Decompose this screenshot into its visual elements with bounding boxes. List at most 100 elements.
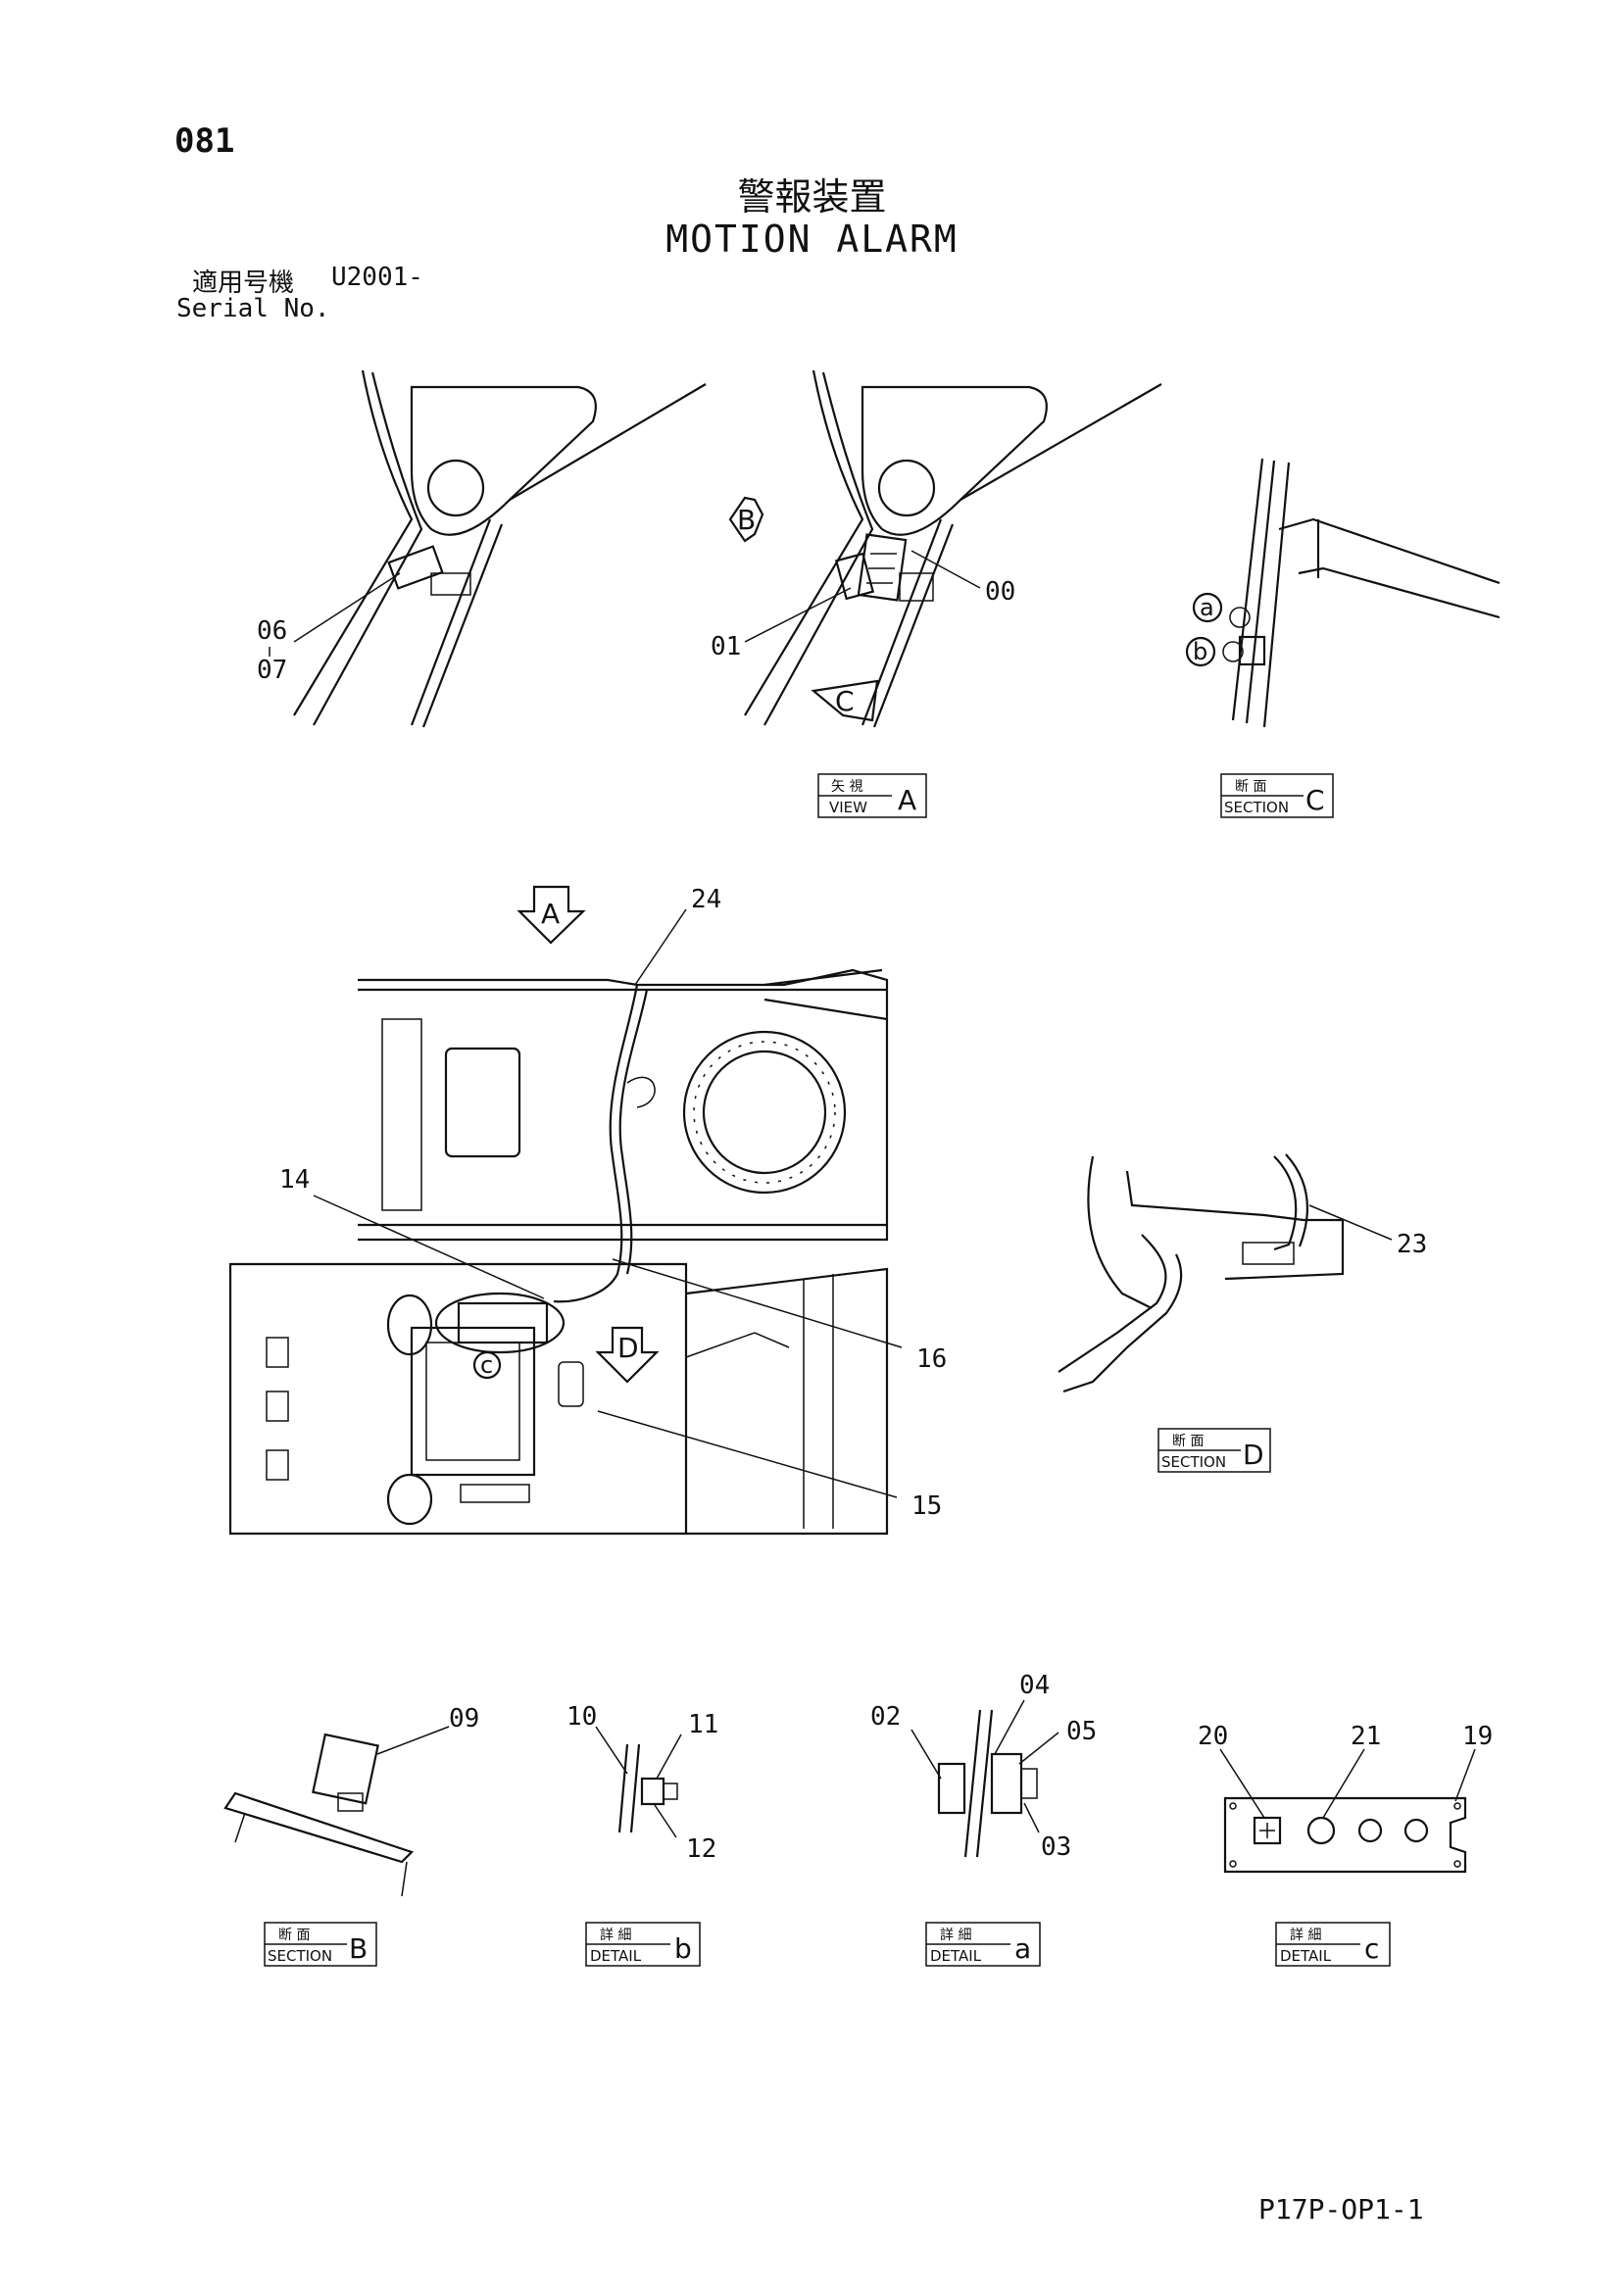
boom-outline-mid — [744, 369, 864, 716]
view-arrow-c-letter: C — [835, 685, 855, 717]
label-section-b-letter: B — [349, 1932, 368, 1965]
leader-16 — [612, 1258, 903, 1348]
floor-slot — [558, 1361, 584, 1407]
label-view-a-jp: 矢 視 — [831, 779, 862, 795]
controller-cover — [425, 1342, 520, 1461]
boom-plate-left — [410, 385, 597, 536]
detail-b-nut — [663, 1783, 678, 1800]
section-b-beam — [223, 1791, 415, 1864]
leader-23 — [1308, 1204, 1393, 1241]
part-11-label: 11 — [688, 1710, 718, 1739]
floor-plate-block-2 — [266, 1391, 289, 1422]
boom-foot-line-1 — [763, 968, 883, 987]
view-arrow-b — [728, 496, 764, 543]
section-c-frame-2 — [1245, 460, 1276, 724]
label-view-a: 矢 視 VIEW A — [817, 773, 927, 818]
label-section-b: 断 面 SECTION B — [264, 1922, 377, 1967]
leader-02 — [910, 1729, 942, 1780]
leader-10 — [595, 1726, 628, 1775]
detail-b-diagram: 10 11 12 — [566, 1702, 718, 1864]
detail-a-plate-1 — [963, 1709, 982, 1858]
section-c-bolt-a — [1229, 607, 1251, 628]
label-view-a-en: VIEW — [829, 799, 867, 816]
boom-pin-left — [426, 459, 485, 517]
boom-foot-line-2 — [763, 998, 888, 1021]
part-07-label: 07 — [257, 656, 287, 685]
label-section-d: 断 面 SECTION D — [1157, 1428, 1271, 1473]
part-03-label: 03 — [1041, 1832, 1071, 1862]
section-c-frame-3 — [1262, 462, 1291, 728]
seat-outline — [1087, 1155, 1153, 1309]
leader-20 — [1219, 1748, 1265, 1819]
panel-hole-2 — [1403, 1818, 1429, 1843]
leader-04 — [994, 1699, 1025, 1755]
label-view-a-letter: A — [898, 784, 916, 816]
view-top-left: 06 07 — [257, 369, 707, 728]
part-21-label: 21 — [1351, 1722, 1381, 1751]
view-arrow-c — [811, 679, 879, 722]
slewing-ring-inner — [702, 1050, 827, 1175]
boom-outline-left — [293, 369, 414, 716]
main-frame-diagram: A 24 — [228, 885, 947, 1536]
label-detail-b-en: DETAIL — [590, 1947, 642, 1965]
harness-route-2 — [618, 989, 649, 1275]
section-c-arm-top — [1278, 517, 1501, 585]
upper-frame-cutout — [444, 1047, 521, 1158]
deck-brace — [685, 1332, 790, 1358]
circle-b-letter: b — [1193, 638, 1207, 665]
view-arrow-b-letter: B — [737, 504, 756, 536]
leader-24 — [634, 908, 687, 986]
alarm-bracket-left — [387, 545, 444, 590]
panel-screw-4 — [1453, 1860, 1461, 1868]
alarm-unit-00 — [857, 533, 908, 602]
floor-plate-block-3 — [266, 1449, 289, 1481]
part-00-label: 00 — [985, 577, 1015, 607]
harness-loop — [626, 1076, 656, 1108]
label-detail-a-jp: 詳 細 — [940, 1928, 971, 1943]
view-arrow-d-letter: D — [617, 1332, 639, 1364]
right-deck — [685, 1267, 889, 1536]
alarm-unit-09 — [312, 1733, 379, 1805]
label-section-d-letter: D — [1243, 1439, 1264, 1471]
part-20-label: 20 — [1198, 1722, 1228, 1751]
section-c-bolt-b — [1222, 641, 1244, 662]
part-06-label: 06 — [257, 616, 287, 646]
leader-01 — [744, 587, 852, 643]
leader-00 — [910, 550, 981, 589]
document-code: P17P-OP1-1 — [1258, 2193, 1424, 2225]
circle-a-letter: a — [1200, 594, 1214, 621]
section-c-frame-1 — [1231, 458, 1264, 721]
part-19-label: 19 — [1462, 1722, 1493, 1751]
lever-boot-left — [386, 1294, 433, 1356]
arm-edge-mid-2 — [872, 523, 955, 728]
floor-plate-block-1 — [266, 1337, 289, 1368]
label-section-b-jp: 断 面 — [278, 1928, 310, 1943]
leader-03 — [1023, 1802, 1040, 1833]
part-24-label: 24 — [691, 885, 721, 914]
leader-21 — [1322, 1748, 1365, 1819]
circle-b — [1185, 636, 1216, 667]
boom-pin-mid — [877, 459, 936, 517]
detail-a-plate-2 — [975, 1709, 994, 1858]
section-b-leg-2 — [401, 1861, 408, 1897]
boom-edge-mid — [960, 383, 1162, 501]
part-01-label: 01 — [711, 632, 741, 661]
detail-b-plate-1 — [617, 1743, 629, 1833]
alarm-mount-09 — [337, 1792, 364, 1812]
label-detail-c-jp: 詳 細 — [1290, 1928, 1321, 1943]
leader-06 — [293, 572, 401, 643]
page-number: 081 — [174, 122, 235, 161]
detail-a-diagram: 02 04 05 03 — [870, 1671, 1097, 1862]
panel-screw-2 — [1229, 1860, 1237, 1868]
view-arrow-a — [517, 885, 586, 945]
view-arrow-a-letter: A — [541, 898, 560, 930]
label-detail-b-letter: b — [674, 1932, 692, 1965]
part-14-label: 14 — [279, 1165, 310, 1195]
part-04-label: 04 — [1019, 1671, 1050, 1700]
lever-grip-outline — [1058, 1234, 1167, 1373]
label-detail-a-en: DETAIL — [930, 1947, 982, 1965]
detail-b-bolt — [640, 1777, 665, 1806]
leader-19 — [1454, 1748, 1476, 1802]
arm-edge-mid — [861, 518, 943, 726]
